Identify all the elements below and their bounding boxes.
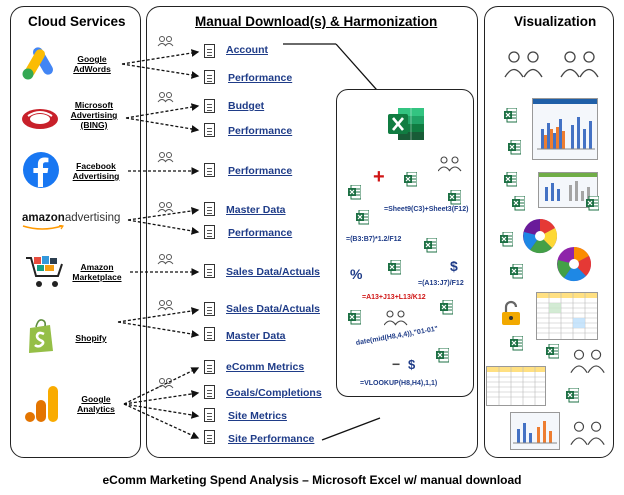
download-ecomm-metrics[interactable]: eComm Metrics	[226, 361, 305, 373]
people-group-icon	[560, 51, 599, 78]
download-performance[interactable]: Performance	[228, 165, 293, 177]
excel-file-icon	[448, 190, 461, 205]
download-performance[interactable]: Performance	[228, 227, 293, 239]
visualization-title: Visualization	[514, 14, 597, 29]
download-account[interactable]: Account	[226, 44, 268, 56]
dashboard-thumbnail	[538, 172, 598, 208]
download-master-data[interactable]: Master Data	[226, 330, 286, 342]
excel-file-icon	[508, 140, 521, 155]
microsoft-advertising-logo-icon	[22, 109, 58, 129]
google-analytics-logo-icon	[25, 386, 58, 422]
document-icon	[204, 327, 215, 341]
excel-file-icon	[440, 300, 453, 315]
excel-file-icon	[388, 260, 401, 275]
people-icon	[438, 156, 462, 172]
pie-chart-icon	[523, 219, 557, 254]
dollar-symbol: $	[450, 258, 458, 274]
download-budget[interactable]: Budget	[228, 100, 265, 112]
excel-file-icon	[566, 388, 579, 403]
document-icon	[204, 44, 215, 58]
excel-file-icon	[348, 310, 361, 325]
diagram-caption: eComm Marketing Spend Analysis – Microso…	[102, 473, 522, 487]
padlock-icon	[502, 300, 520, 325]
people-icon	[384, 310, 408, 326]
excel-file-icon	[356, 210, 369, 225]
formula-sheet-sum: =Sheet9(C3)+Sheet3(F12)	[384, 206, 469, 213]
document-icon	[204, 123, 215, 137]
excel-file-icon	[510, 336, 523, 351]
manual-download-title: Manual Download(s) & Harmonization	[195, 14, 438, 29]
excel-file-icon	[500, 232, 513, 247]
service-facebook-advertising: Facebook Advertising	[72, 161, 120, 181]
excel-file-icon	[512, 196, 525, 211]
excel-file-icon	[586, 196, 599, 211]
excel-file-icon	[546, 344, 559, 359]
service-google-adwords: Google AdWords	[73, 54, 111, 74]
excel-file-icon	[504, 108, 517, 123]
spreadsheet-thumbnail	[536, 292, 598, 340]
people-group-icon	[570, 421, 605, 446]
excel-file-icon	[424, 238, 437, 253]
download-goals-completions[interactable]: Goals/Completions	[226, 387, 322, 399]
pie-chart-icon	[557, 247, 591, 282]
dashboard-thumbnail	[532, 98, 598, 160]
document-icon	[204, 264, 215, 278]
formula-vlookup: =VLOOKUP(H8,H4),1,1)	[360, 380, 438, 387]
spreadsheet-thumbnail	[486, 366, 546, 406]
people-group-icon	[504, 51, 543, 78]
document-icon	[204, 408, 215, 422]
excel-file-icon	[504, 172, 517, 187]
document-icon	[204, 99, 215, 113]
excel-file-icon	[348, 185, 361, 200]
excel-logo-icon	[388, 108, 424, 140]
cloud-services-title: Cloud Services	[28, 14, 126, 29]
minus-symbol: −	[392, 356, 401, 372]
document-icon	[204, 70, 215, 84]
document-icon	[204, 430, 215, 444]
shopping-cart-icon	[26, 256, 63, 287]
excel-harmonization-box	[336, 89, 474, 397]
download-site-performance[interactable]: Site Performance	[228, 433, 315, 445]
service-shopify: Shopify	[75, 333, 107, 343]
document-icon	[204, 302, 215, 316]
plus-symbol: +	[373, 166, 385, 188]
download-performance[interactable]: Performance	[228, 72, 293, 84]
percent-symbol: %	[350, 266, 363, 282]
excel-file-icon	[510, 264, 523, 279]
formula-range-divide: =(A13:J7)/F12	[418, 280, 464, 287]
people-group-icon	[570, 349, 605, 374]
download-site-metrics[interactable]: Site Metrics	[228, 410, 287, 422]
shopify-logo-icon	[29, 319, 53, 353]
document-icon	[204, 225, 215, 239]
formula-cell-sum: =A13+J13+L13/K12	[362, 294, 426, 301]
download-performance[interactable]: Performance	[228, 125, 293, 137]
service-google-analytics: Google Analytics	[77, 394, 115, 414]
document-icon	[204, 360, 215, 374]
service-amazon-marketplace: Amazon Marketplace	[72, 262, 122, 282]
download-sales-data-actuals[interactable]: Sales Data/Actuals	[226, 303, 320, 315]
cloud-services-panel	[10, 6, 141, 458]
amazon-smile-icon	[22, 225, 64, 230]
service-microsoft-advertising: Microsoft Advertising (BING)	[70, 100, 118, 130]
document-icon	[204, 202, 215, 216]
download-sales-data-actuals[interactable]: Sales Data/Actuals	[226, 266, 320, 278]
formula-range-multiply: =(B3:B7)*1.2/F12	[346, 236, 402, 243]
document-icon	[204, 163, 215, 177]
facebook-logo-icon	[23, 152, 59, 188]
excel-file-icon	[404, 172, 417, 187]
dollar-symbol: $	[408, 357, 416, 372]
excel-file-icon	[436, 348, 449, 363]
document-icon	[204, 385, 215, 399]
amazon-advertising-logo: amazonadvertising	[22, 212, 121, 224]
download-master-data[interactable]: Master Data	[226, 204, 286, 216]
dashboard-thumbnail	[510, 412, 560, 450]
google-adwords-logo-icon	[22, 47, 53, 80]
